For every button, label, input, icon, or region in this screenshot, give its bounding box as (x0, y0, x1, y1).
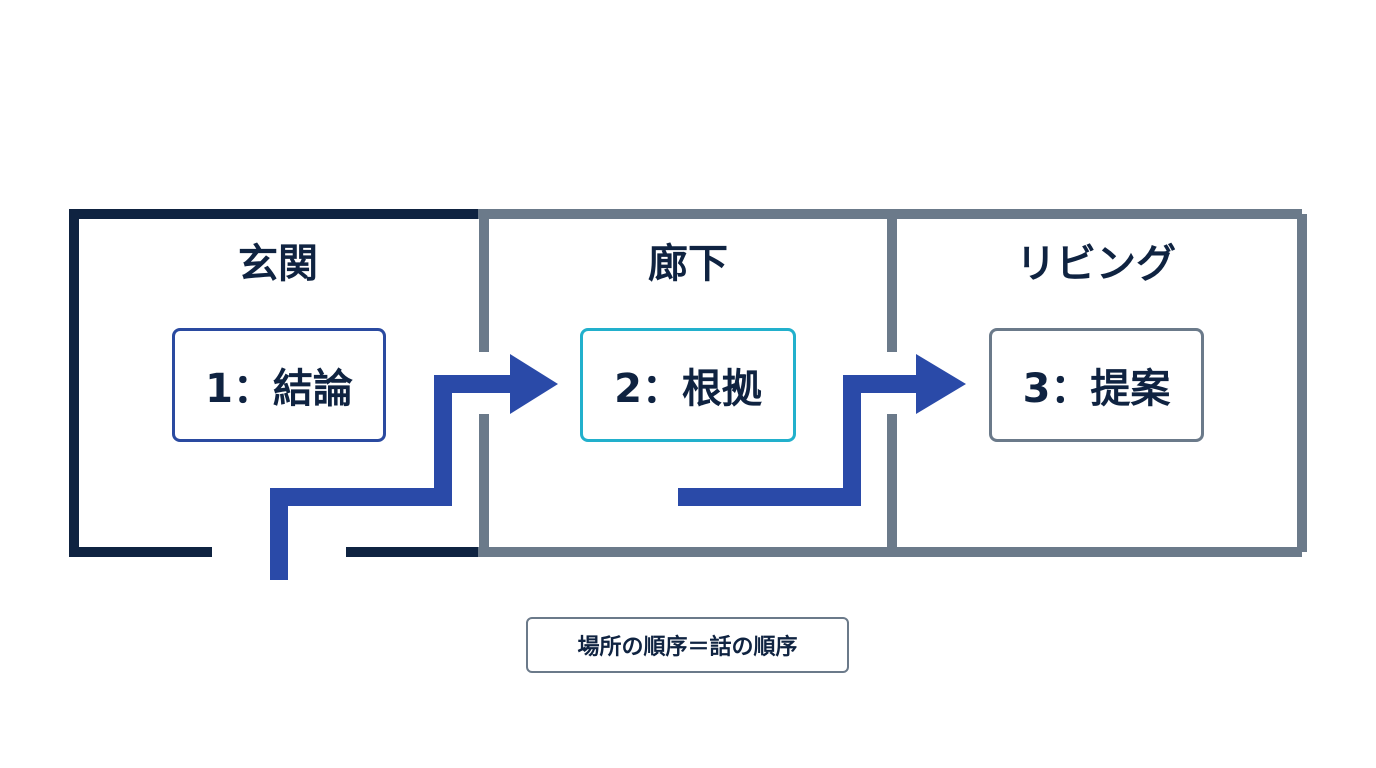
caption-box: 場所の順序＝話の順序 (526, 617, 849, 673)
room-title-hallway: 廊下 (648, 241, 728, 287)
other-walls (478, 209, 1307, 557)
entrance-walls (69, 209, 478, 557)
arrowhead-1 (510, 354, 558, 414)
arrowhead-2 (916, 354, 966, 414)
topic-box-proposal: 3：提案 (989, 328, 1204, 442)
route-paths (270, 375, 918, 580)
room-title-living: リビング (1016, 241, 1176, 287)
entrance-wall-outline (69, 209, 478, 557)
topic-box-evidence: 2：根拠 (580, 328, 796, 442)
route-path-1 (270, 375, 512, 580)
route-path-2 (678, 375, 918, 506)
room-title-entrance: 玄関 (238, 241, 318, 287)
topic-box-conclusion: 1：結論 (172, 328, 386, 442)
route-arrowheads (510, 354, 966, 414)
